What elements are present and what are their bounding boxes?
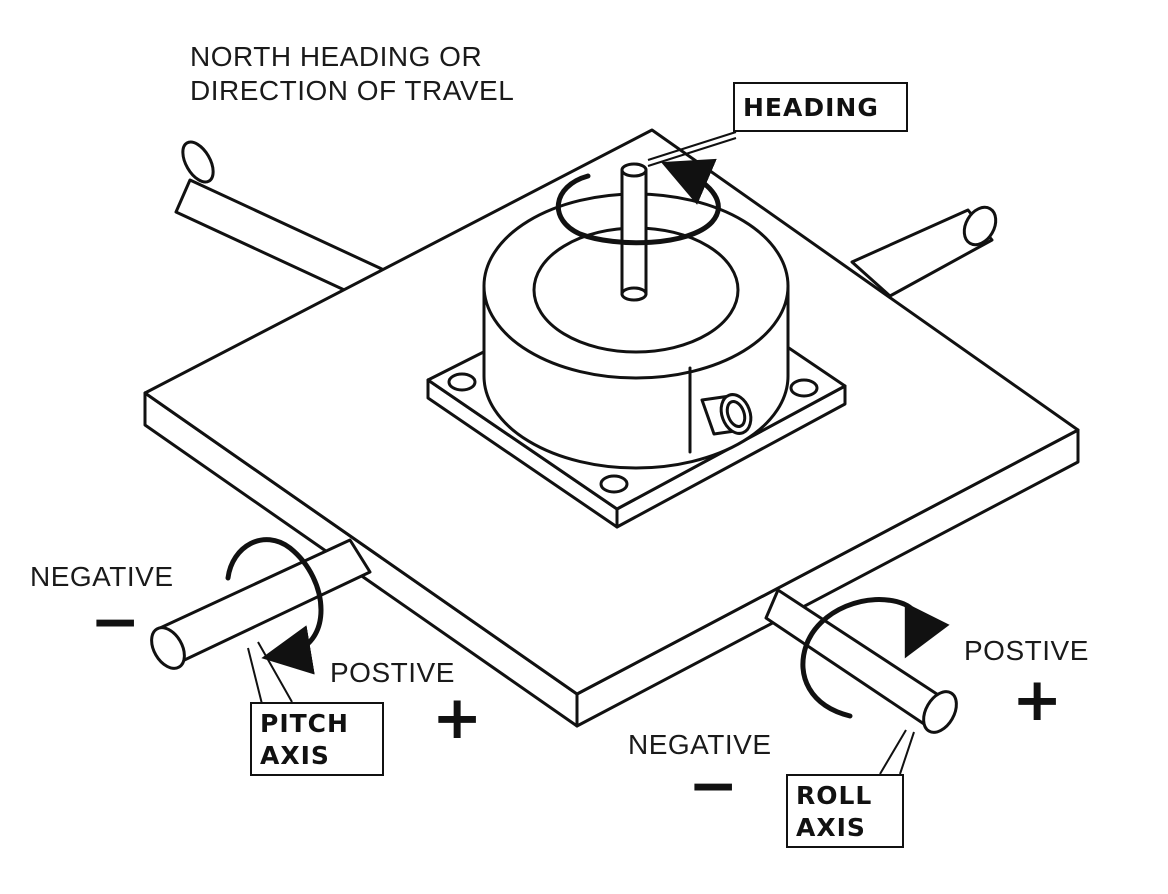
north-heading-label: NORTH HEADING OR DIRECTION OF TRAVEL (190, 40, 514, 108)
roll-axis-line2: AXIS (796, 813, 866, 842)
roll-negative-label: NEGATIVE (628, 729, 772, 760)
mount-hole (599, 474, 629, 494)
pitch-leader (247, 641, 293, 705)
pitch-negative-label: NEGATIVE (30, 561, 174, 592)
roll-axis-line1: ROLL (796, 781, 873, 810)
east-rod (850, 205, 998, 298)
roll-leader (879, 729, 915, 775)
pitch-axis-line1: PITCH (260, 709, 349, 738)
heading-leader (647, 131, 737, 167)
north-rod (174, 140, 386, 302)
cable-connector (700, 393, 753, 436)
roll-plus-sign: + (1012, 665, 1063, 735)
north-heading-line1: NORTH HEADING OR (190, 41, 483, 72)
pitch-rotation-arrow (225, 537, 324, 675)
heading-label-box: HEADING (733, 82, 908, 132)
roll-positive-label: POSTIVE (964, 635, 1089, 666)
north-heading-line2: DIRECTION OF TRAVEL (190, 75, 515, 106)
roll-rotation-arrow (800, 597, 950, 719)
heading-rotation-arrow (555, 158, 721, 246)
roll-axis-rod (764, 588, 958, 734)
heading-shaft (620, 162, 648, 302)
mount-hole (789, 378, 819, 398)
pitch-axis-label-box: PITCH AXIS (250, 702, 384, 776)
roll-axis-label-box: ROLL AXIS (786, 774, 904, 848)
pitch-positive-label: POSTIVE (330, 657, 455, 688)
pitch-axis-rod (150, 538, 372, 670)
pitch-axis-line2: AXIS (260, 741, 330, 770)
heading-label: HEADING (743, 93, 879, 122)
roll-minus-sign: − (688, 751, 739, 821)
pitch-minus-sign: − (90, 587, 141, 657)
pitch-plus-sign: + (432, 683, 483, 753)
mount-hole (447, 372, 477, 392)
